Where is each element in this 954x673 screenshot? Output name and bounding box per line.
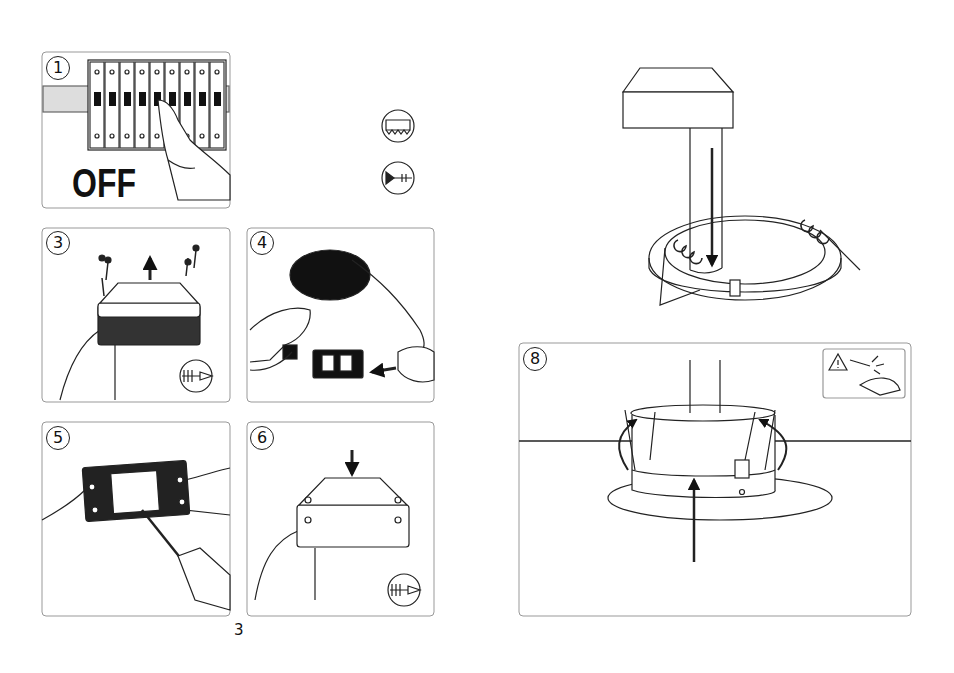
step-number: 6 [257, 430, 267, 446]
page-number: 3 [234, 623, 244, 638]
step-number-circle: 5 [46, 426, 70, 450]
step-number-circle: 6 [250, 426, 274, 450]
step-number: 5 [53, 430, 63, 446]
downlight-assembly [623, 68, 860, 305]
step-number-circle: 4 [250, 231, 274, 255]
install-fixture [519, 349, 911, 562]
step-number: 1 [53, 60, 63, 76]
step-number-circle: 3 [46, 231, 70, 255]
step-number-circle: 8 [523, 347, 547, 371]
step-number: 3 [53, 235, 63, 251]
terminal-block [42, 460, 230, 610]
step-number: 8 [530, 351, 540, 367]
junction-box-open [60, 245, 212, 400]
off-label: OFF [72, 163, 136, 203]
tool-icons [382, 110, 414, 194]
step-number: 4 [257, 235, 267, 251]
junction-box-closed [255, 450, 420, 606]
breaker-panel [43, 60, 230, 200]
ceiling-hole-cable [250, 250, 434, 382]
step-number-circle: 1 [46, 56, 70, 80]
panel-frames [42, 52, 911, 616]
